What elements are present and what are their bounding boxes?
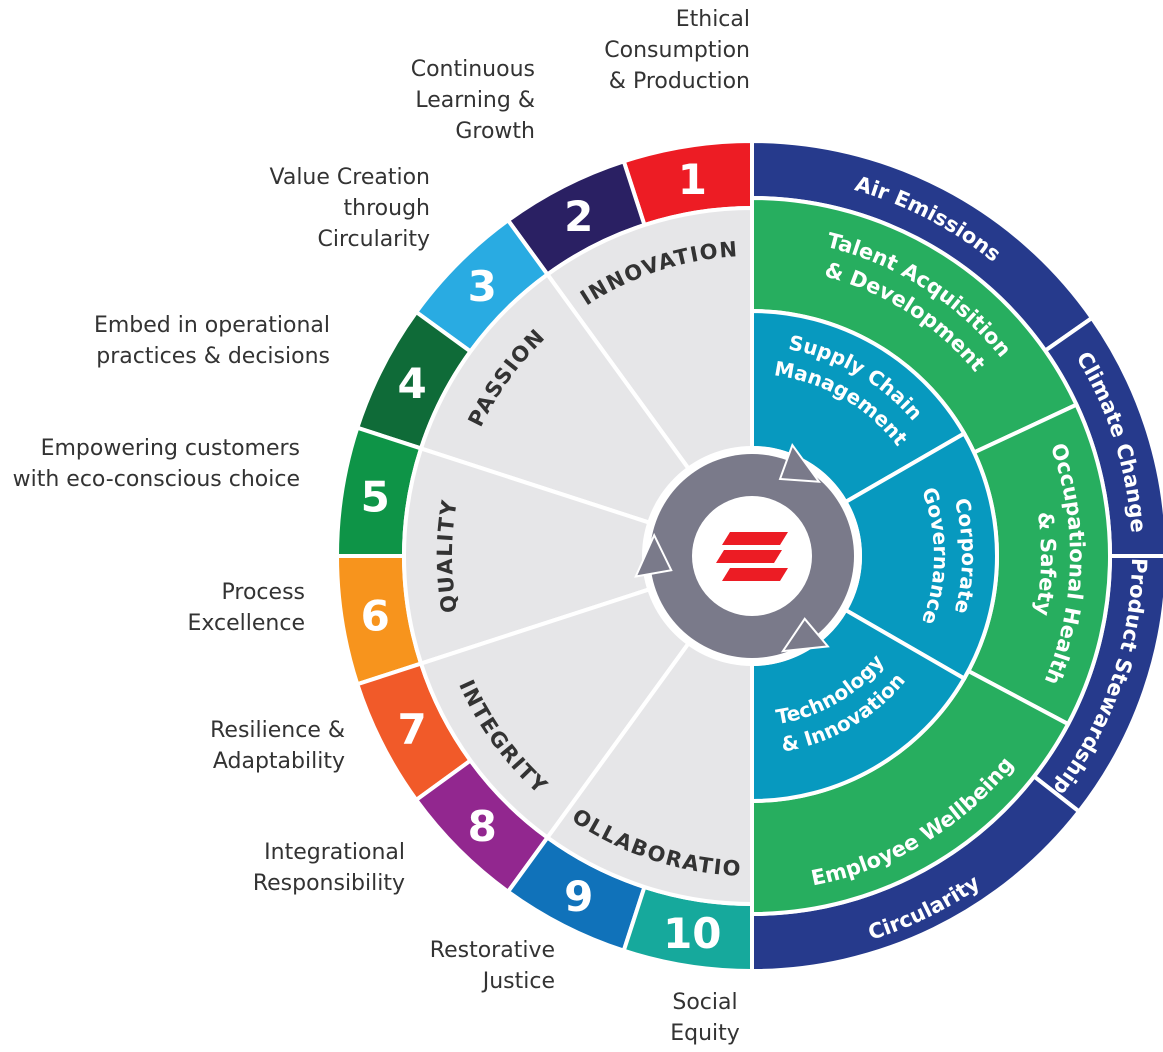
outer-label-1: Ethical Consumption & Production bbox=[604, 7, 750, 94]
segment-number-1: 1 bbox=[678, 155, 707, 204]
outer-label-5: Empowering customers with eco-conscious … bbox=[12, 436, 300, 492]
central-hub bbox=[634, 443, 862, 666]
value-quality bbox=[402, 445, 759, 667]
outer-label-9: Restorative Justice bbox=[429, 938, 555, 994]
outer-label-7: Resilience & Adaptability bbox=[210, 718, 345, 774]
segment-number-3: 3 bbox=[468, 262, 497, 311]
segment-number-2: 2 bbox=[564, 192, 593, 241]
logo-bar bbox=[722, 532, 788, 545]
outer-label-2: Continuous Learning & Growth bbox=[410, 57, 535, 144]
outer-label-10: Social Equity bbox=[670, 990, 740, 1046]
segment-number-7: 7 bbox=[397, 705, 426, 754]
logo-bar bbox=[716, 550, 782, 563]
cycle-arrow-icon bbox=[780, 617, 830, 653]
outer-label-6: Process Excellence bbox=[187, 580, 306, 636]
cycle-arrow-icon bbox=[778, 443, 821, 483]
segment-number-8: 8 bbox=[468, 802, 497, 851]
segment-number-10: 10 bbox=[663, 909, 721, 958]
outer-label-3: Value Creation through Circularity bbox=[269, 165, 431, 252]
segment-number-4: 4 bbox=[397, 359, 426, 408]
outer-label-8: Integrational Responsibility bbox=[252, 840, 405, 896]
logo-bar bbox=[722, 568, 788, 581]
segment-number-9: 9 bbox=[564, 872, 593, 921]
cycle-arrow-icon bbox=[634, 532, 673, 578]
segment-number-6: 6 bbox=[361, 592, 390, 641]
outer-label-4: Embed in operational practices & decisio… bbox=[93, 313, 330, 369]
segment-number-5: 5 bbox=[361, 472, 390, 521]
